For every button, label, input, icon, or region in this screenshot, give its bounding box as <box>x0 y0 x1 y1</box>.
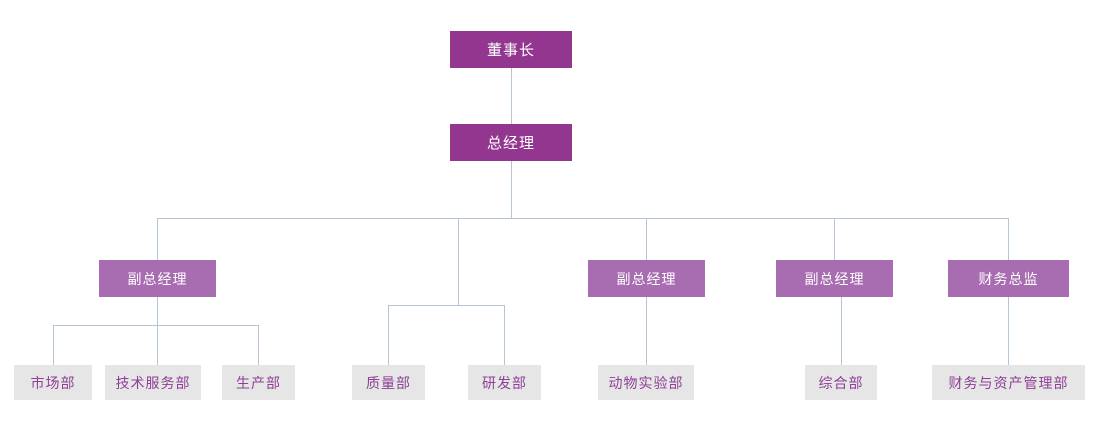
org-node-dept-animal-lab[interactable]: 动物实验部 <box>598 365 694 400</box>
connector-bus-drop-cfo <box>1008 218 1009 260</box>
org-node-cfo[interactable]: 财务总监 <box>948 260 1069 297</box>
connector-vp1-leaf-techsvc <box>157 325 158 365</box>
connector-cfo-leaf-finance <box>1008 297 1009 365</box>
connector-chairman-to-gm <box>511 68 512 124</box>
connector-bus-drop-vp4 <box>834 218 835 260</box>
connector-vp1-leaf-market <box>53 325 54 365</box>
connector-mid-leaf-rnd <box>504 305 505 365</box>
connector-vp1-leaf-production <box>258 325 259 365</box>
connector-vp4-leaf-general <box>841 297 842 365</box>
org-node-chairman[interactable]: 董事长 <box>450 31 572 68</box>
connector-gm-drop <box>511 161 512 218</box>
connector-vp3-leaf-animal <box>646 297 647 365</box>
org-node-general-manager[interactable]: 总经理 <box>450 124 572 161</box>
org-node-dept-tech-svc[interactable]: 技术服务部 <box>105 365 201 400</box>
org-node-dept-general[interactable]: 综合部 <box>805 365 877 400</box>
connector-vp1-bus <box>53 325 259 326</box>
org-node-vp-1[interactable]: 副总经理 <box>99 260 216 297</box>
org-node-dept-quality[interactable]: 质量部 <box>352 365 425 400</box>
org-node-dept-rnd[interactable]: 研发部 <box>468 365 541 400</box>
connector-vp1-drop <box>157 297 158 325</box>
connector-bus-drop-vp3 <box>646 218 647 260</box>
org-node-vp-4[interactable]: 副总经理 <box>776 260 893 297</box>
connector-mid-leaf-quality <box>388 305 389 365</box>
connector-level3-bus <box>157 218 1009 219</box>
connector-mid-bus <box>388 305 505 306</box>
connector-bus-drop-vp1 <box>157 218 158 260</box>
org-node-dept-production[interactable]: 生产部 <box>222 365 295 400</box>
connector-bus-drop-mid <box>458 218 459 305</box>
org-node-vp-3[interactable]: 副总经理 <box>588 260 705 297</box>
org-node-dept-finance[interactable]: 财务与资产管理部 <box>932 365 1085 400</box>
org-node-dept-market[interactable]: 市场部 <box>14 365 92 400</box>
